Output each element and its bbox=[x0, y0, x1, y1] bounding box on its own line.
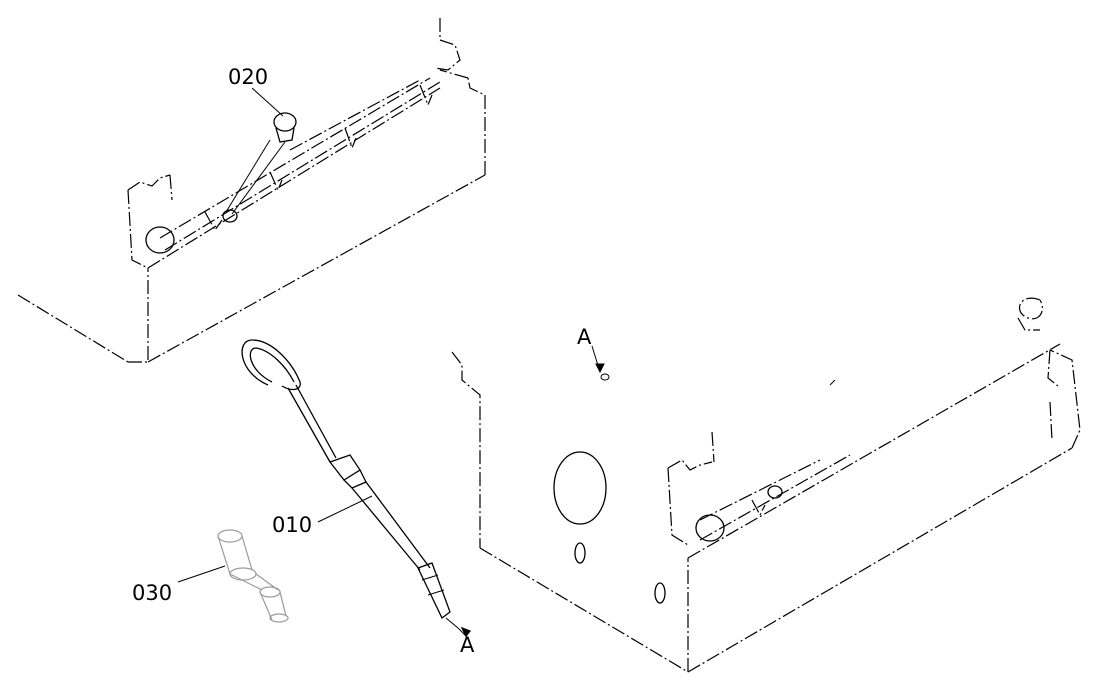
callout-030: 030 bbox=[132, 581, 172, 605]
leader-030 bbox=[177, 565, 226, 583]
leader-010 bbox=[317, 495, 373, 523]
view-a-label-top: A bbox=[577, 325, 592, 349]
engine-block-lower bbox=[451, 297, 1081, 673]
engine-block-upper bbox=[17, 18, 486, 363]
callout-020: 020 bbox=[228, 65, 268, 89]
guide-030 bbox=[217, 529, 289, 623]
callout-010: 010 bbox=[272, 513, 312, 537]
plug-020 bbox=[225, 112, 297, 215]
leader-020 bbox=[251, 87, 284, 117]
dipstick-010 bbox=[241, 339, 459, 629]
view-a-label-bottom: A bbox=[460, 633, 475, 657]
